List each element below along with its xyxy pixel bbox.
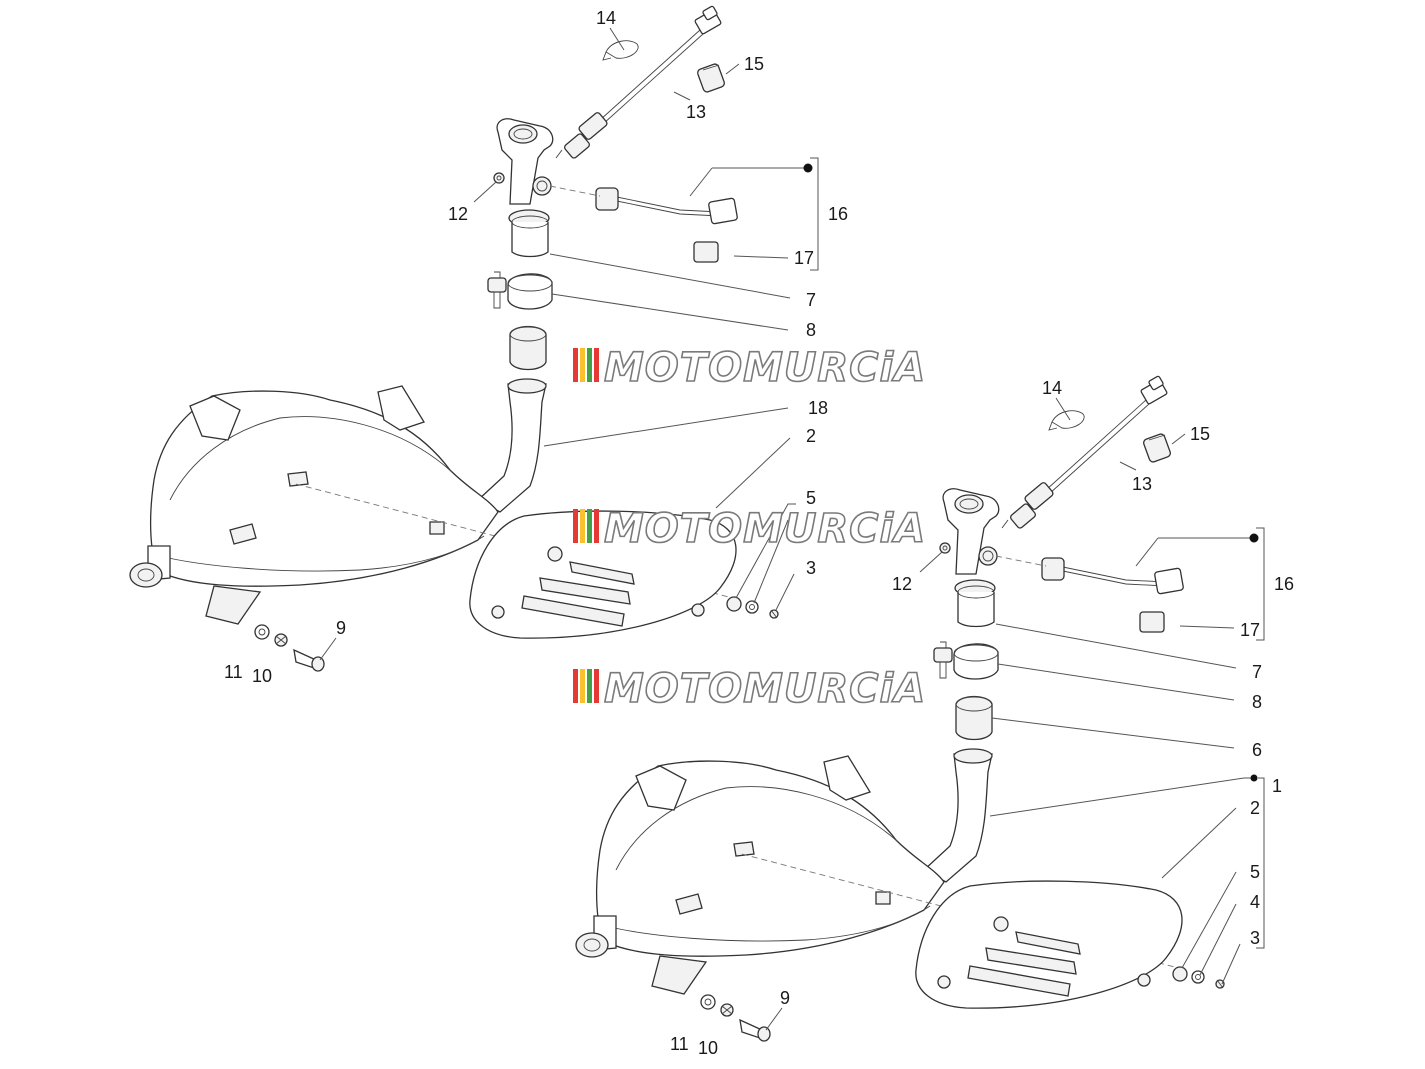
callout-13: 13 (1132, 474, 1152, 494)
callout-17: 17 (794, 248, 814, 268)
callout-14: 14 (1042, 378, 1062, 398)
callout-14: 14 (596, 8, 616, 28)
callout-18: 18 (808, 398, 828, 418)
callout-8: 8 (1252, 692, 1262, 712)
leaders-bottom-right (765, 397, 1265, 1031)
callout-12: 12 (892, 574, 912, 594)
watermark-1: MOTOMURCiA (573, 344, 926, 392)
callout-2: 2 (806, 426, 816, 446)
callout-13: 13 (686, 102, 706, 122)
watermark-text: MOTOMURCiA (604, 345, 926, 391)
callout-9: 9 (780, 988, 790, 1008)
watermark-3: MOTOMURCiA (573, 665, 926, 713)
bullet-dot-top (803, 163, 813, 173)
callout-16: 16 (828, 204, 848, 224)
callout-3: 3 (806, 558, 816, 578)
callout-5: 5 (806, 488, 816, 508)
watermark-2: MOTOMURCiA (573, 505, 926, 553)
callout-9: 9 (336, 618, 346, 638)
callout-15: 15 (744, 54, 764, 74)
leaders-top-left (319, 27, 819, 661)
callout-11: 11 (670, 1034, 689, 1054)
callout-5: 5 (1250, 862, 1260, 882)
callout-10: 10 (698, 1038, 718, 1058)
callout-2: 2 (1250, 798, 1260, 818)
callout-6: 6 (1252, 740, 1262, 760)
callouts-bottom-right: 14 15 13 12 16 17 7 8 6 1 2 5 4 3 9 11 1… (670, 378, 1294, 1058)
watermark-text: MOTOMURCiA (604, 506, 926, 552)
callout-11: 11 (224, 662, 243, 682)
callout-17: 17 (1240, 620, 1260, 640)
callout-15: 15 (1190, 424, 1210, 444)
assembly-top-left (129, 5, 779, 672)
callout-16: 16 (1274, 574, 1294, 594)
callout-7: 7 (1252, 662, 1262, 682)
watermark-text: MOTOMURCiA (604, 666, 926, 712)
callout-4: 4 (1250, 892, 1260, 912)
callout-10: 10 (252, 666, 272, 686)
callout-1: 1 (1272, 776, 1282, 796)
callout-7: 7 (806, 290, 816, 310)
bullet-dot-bottom (1249, 533, 1259, 543)
bullet-dot-bottom-1 (1250, 774, 1258, 782)
callout-3: 3 (1250, 928, 1260, 948)
callout-12: 12 (448, 204, 468, 224)
callout-8: 8 (806, 320, 816, 340)
callouts-top-left: 14 15 13 12 16 17 7 8 18 2 5 3 9 11 10 (224, 8, 848, 686)
